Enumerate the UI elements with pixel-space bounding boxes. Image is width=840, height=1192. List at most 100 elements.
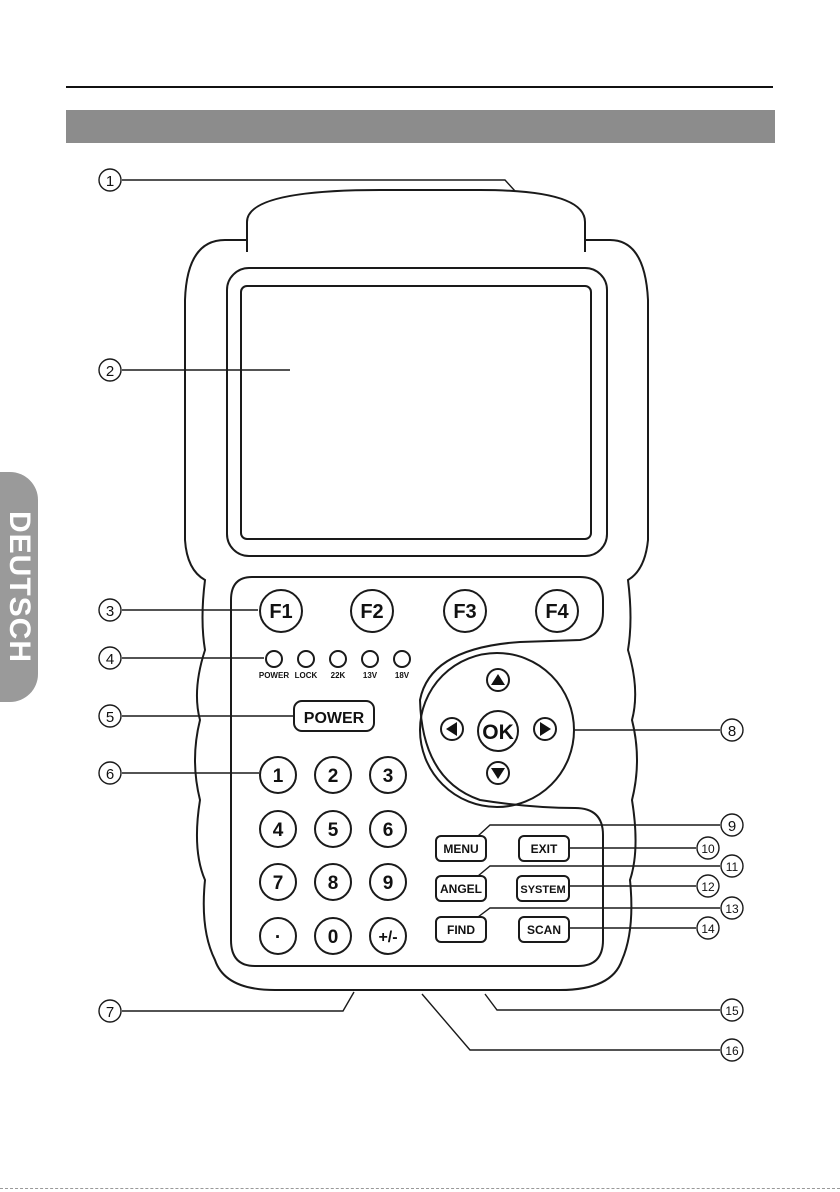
nav-cluster: OK [441,669,556,784]
up-arrow-button[interactable] [487,669,509,691]
function-keys-row: F1 F2 F3 F4 [260,590,578,632]
callout-4-label: 4 [106,651,114,668]
down-arrow-button[interactable] [487,762,509,784]
led-lock-label: LOCK [295,671,318,680]
callout-1-label: 1 [106,173,114,190]
callout-11: 11 [721,855,743,877]
callout-10: 10 [697,837,719,859]
f2-button-label: F2 [360,601,383,623]
key-2[interactable]: 2 [315,757,351,793]
led-13v-indicator [362,651,378,667]
key-0-label: 0 [328,927,339,948]
antenna-hood [247,190,585,252]
key-6-label: 6 [383,820,394,841]
key-4-label: 4 [273,820,284,841]
f4-button[interactable]: F4 [536,590,578,632]
exit-button-label: EXIT [531,842,558,856]
key-8-label: 8 [328,873,339,894]
led-22k-label: 22K [331,671,346,680]
callout-6-label: 6 [106,766,114,783]
callout-16: 16 [721,1039,743,1061]
key-9[interactable]: 9 [370,864,406,900]
key-8[interactable]: 8 [315,864,351,900]
led-18v-label: 18V [395,671,410,680]
key-7[interactable]: 7 [260,864,296,900]
key-9-label: 9 [383,873,394,894]
callout-13: 13 [721,897,743,919]
scan-button-label: SCAN [527,923,561,937]
key-7-label: 7 [273,873,284,894]
key-5[interactable]: 5 [315,811,351,847]
key-1-label: 1 [273,766,284,787]
key-5-label: 5 [328,820,339,841]
system-button[interactable]: SYSTEM [517,876,569,901]
angel-button[interactable]: ANGEL [436,876,486,901]
f1-button[interactable]: F1 [260,590,302,632]
callout-2-label: 2 [106,363,114,380]
screen-bezel [227,268,607,556]
system-button-label: SYSTEM [520,884,565,896]
callout-3: 3 [99,599,121,621]
f4-button-label: F4 [545,601,569,623]
callout-10-label: 10 [701,842,715,856]
led-13v-label: 13V [363,671,378,680]
ok-button[interactable]: OK [478,711,518,751]
callout-6: 6 [99,762,121,784]
callout-5-label: 5 [106,709,114,726]
callout-16-label: 16 [725,1044,739,1058]
callout-2: 2 [99,359,121,381]
key-2-label: 2 [328,766,339,787]
key-3[interactable]: 3 [370,757,406,793]
menu-button[interactable]: MENU [436,836,486,861]
key-6[interactable]: 6 [370,811,406,847]
callout-7-label: 7 [106,1004,114,1021]
f1-button-label: F1 [269,601,292,623]
callout-14: 14 [697,917,719,939]
find-button-label: FIND [447,923,475,937]
key-3-label: 3 [383,766,394,787]
callout-4: 4 [99,647,121,669]
callout-5: 5 [99,705,121,727]
callout-12: 12 [697,875,719,897]
callout-15-label: 15 [725,1004,739,1018]
callout-9: 9 [721,814,743,836]
key-4[interactable]: 4 [260,811,296,847]
f2-button[interactable]: F2 [351,590,393,632]
power-button[interactable]: POWER [294,701,374,731]
callout-9-label: 9 [728,818,736,835]
led-power-indicator [266,651,282,667]
numeric-keypad: 1 2 3 4 5 6 7 8 9 · 0 +/- [260,757,406,954]
menu-buttons: MENU EXIT ANGEL SYSTEM FIND SCAN [436,836,569,942]
callout-1: 1 [99,169,121,191]
right-arrow-button[interactable] [534,718,556,740]
led-lock-indicator [298,651,314,667]
key-0[interactable]: 0 [315,918,351,954]
callout-7: 7 [99,1000,121,1022]
callout-8: 8 [721,719,743,741]
key-dot-label: · [275,927,281,948]
f3-button-label: F3 [453,601,476,623]
callout-11-label: 11 [726,860,739,874]
callout-15: 15 [721,999,743,1021]
ok-button-label: OK [482,721,514,744]
key-1[interactable]: 1 [260,757,296,793]
exit-button[interactable]: EXIT [519,836,569,861]
key-plus-minus-label: +/- [378,929,397,946]
menu-button-label: MENU [443,842,478,856]
scan-button[interactable]: SCAN [519,917,569,942]
led-18v-indicator [394,651,410,667]
lcd-screen [241,286,591,539]
angel-button-label: ANGEL [440,882,482,896]
find-button[interactable]: FIND [436,917,486,942]
callout-8-label: 8 [728,723,736,740]
f3-button[interactable]: F3 [444,590,486,632]
led-22k-indicator [330,651,346,667]
callout-14-label: 14 [701,922,715,936]
callout-3-label: 3 [106,603,114,620]
key-dot[interactable]: · [260,918,296,954]
led-power-label: POWER [259,671,289,680]
key-plus-minus[interactable]: +/- [370,918,406,954]
callout-12-label: 12 [701,880,715,894]
left-arrow-button[interactable] [441,718,463,740]
